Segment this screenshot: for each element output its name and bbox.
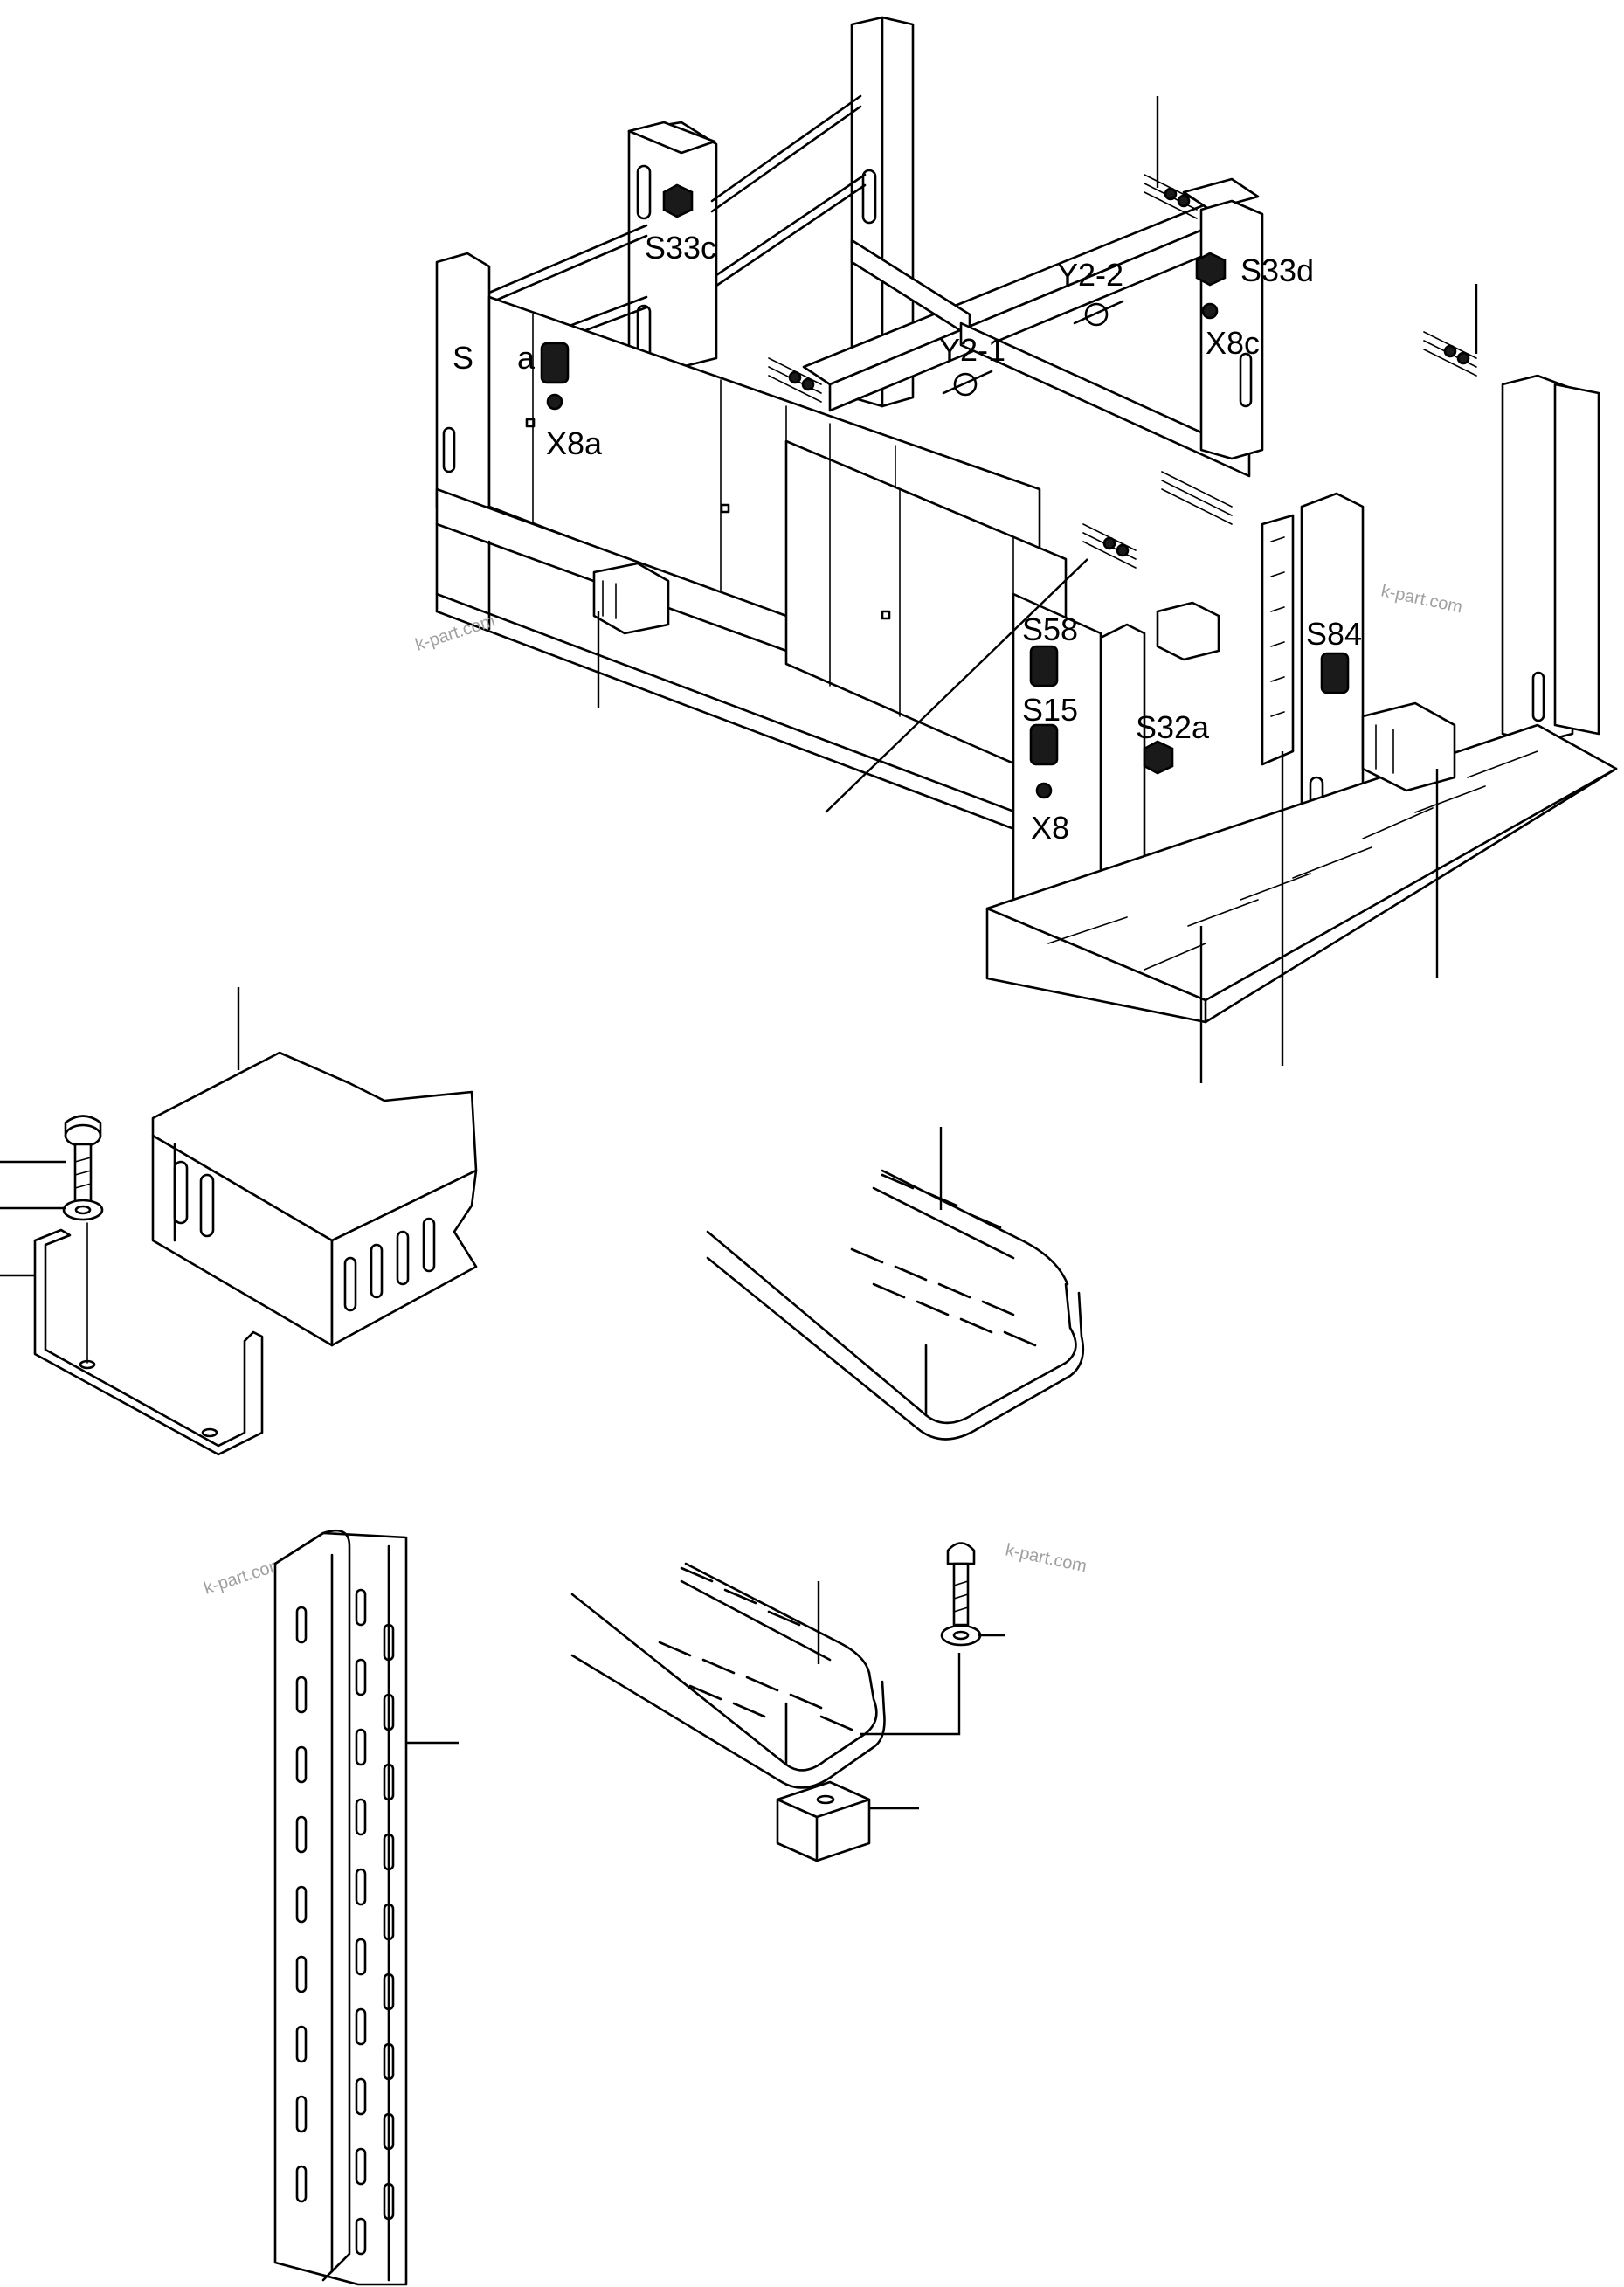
detail-cable-tray bbox=[706, 1169, 1085, 1441]
junction-box-left bbox=[592, 562, 670, 635]
label-x8c: X8c bbox=[1206, 325, 1260, 361]
watermark: k-part.com bbox=[1379, 581, 1464, 617]
label-s84: S84 bbox=[1306, 616, 1362, 652]
label-y2-2: Y2-2 bbox=[1057, 257, 1123, 293]
watermark: k-part.com bbox=[1004, 1540, 1088, 1576]
cable-clips bbox=[768, 174, 1477, 569]
label-x8: X8 bbox=[1031, 810, 1069, 846]
junction-box-right bbox=[1361, 701, 1456, 792]
label-a: a bbox=[517, 340, 536, 376]
rear-post-middle bbox=[627, 121, 718, 373]
label-s33d: S33d bbox=[1240, 252, 1314, 288]
frame-assembly bbox=[435, 16, 1618, 1083]
detail-vertical-rail bbox=[273, 1529, 408, 2286]
sensor-s33c bbox=[662, 183, 694, 218]
detail-bolt-bracket bbox=[33, 1115, 264, 1456]
connector-x8a bbox=[546, 393, 563, 411]
valve-y2-2 bbox=[1073, 300, 1124, 327]
label-s32a: S32a bbox=[1136, 709, 1210, 745]
watermark: k-part.com bbox=[202, 1555, 287, 1599]
junction-box-center bbox=[1156, 601, 1220, 661]
label-y2-1: Y2-1 bbox=[939, 332, 1005, 368]
connector-x8 bbox=[1035, 782, 1053, 799]
mount-tray-slots bbox=[658, 1566, 853, 1731]
switch-s15 bbox=[1029, 723, 1059, 766]
mount-block bbox=[776, 1780, 871, 1862]
switch-s84 bbox=[1320, 652, 1350, 694]
label-s: S bbox=[453, 340, 473, 376]
box-slots bbox=[173, 1160, 436, 1312]
sensor-s32a bbox=[1143, 740, 1174, 775]
label-x8a: X8a bbox=[546, 425, 603, 461]
cross-beams bbox=[850, 238, 1251, 478]
sensor-s33d bbox=[1195, 252, 1227, 287]
valve-y2-1 bbox=[942, 370, 993, 397]
tie-rods bbox=[487, 94, 867, 362]
detail-cable-box bbox=[151, 1051, 478, 1347]
perforated-strip bbox=[1261, 514, 1295, 766]
detail-tray-mount bbox=[570, 1542, 982, 1862]
rail-slots bbox=[295, 1588, 395, 2256]
bolt bbox=[64, 1115, 102, 1207]
label-s58: S58 bbox=[1022, 611, 1078, 647]
label-s15: S15 bbox=[1022, 692, 1078, 728]
switch-a bbox=[540, 342, 570, 384]
washer bbox=[62, 1199, 104, 1221]
u-bracket bbox=[33, 1222, 264, 1456]
rear-panel-right bbox=[1501, 374, 1600, 744]
switch-s58 bbox=[1029, 645, 1059, 687]
mount-bolt bbox=[946, 1542, 976, 1627]
front-post-left bbox=[435, 252, 491, 517]
leader-mount-bolt-to-tray bbox=[860, 1653, 961, 1736]
leader-lines-frame bbox=[597, 96, 1478, 1083]
label-s33c: S33c bbox=[645, 230, 716, 266]
mount-washer bbox=[940, 1624, 982, 1647]
tray-slots bbox=[850, 1173, 1037, 1347]
connector-x8c bbox=[1201, 302, 1219, 320]
